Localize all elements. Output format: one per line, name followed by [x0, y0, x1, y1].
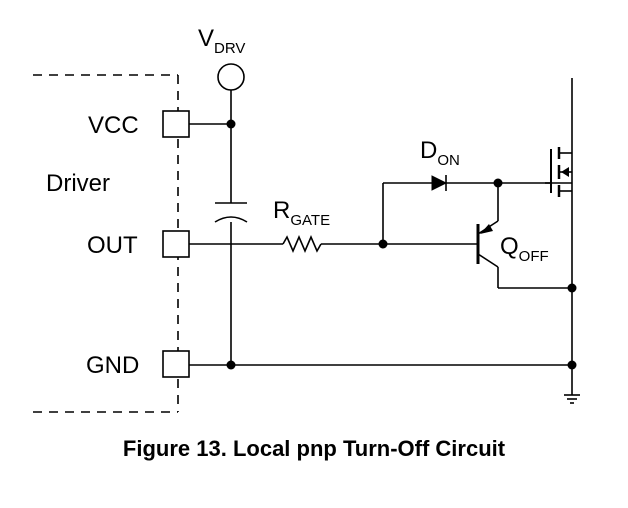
- supply-wires: [189, 90, 232, 365]
- out-pin-label: OUT: [87, 232, 138, 259]
- gnd-pin-label: GND: [86, 352, 139, 379]
- out-pin: [162, 230, 190, 258]
- gnd-pin: [162, 350, 190, 378]
- diode-don: [431, 175, 448, 191]
- figure-caption: Figure 13. Local pnp Turn-Off Circuit: [123, 436, 506, 461]
- vcc-pin-label: VCC: [88, 112, 139, 139]
- capacitor: [214, 202, 248, 223]
- vdrv-supply-circle: [217, 63, 245, 91]
- driver-label: Driver: [46, 170, 110, 197]
- ground-symbol: [564, 394, 580, 404]
- mosfet: [545, 78, 573, 365]
- transistor-qoff: [476, 183, 572, 289]
- qoff-label: QOFF: [500, 233, 549, 265]
- junction-dots: [226, 119, 577, 370]
- resistor-zigzag: [282, 234, 322, 254]
- don-label: DON: [420, 137, 460, 169]
- vcc-pin: [162, 110, 190, 138]
- vdrv-label: VDRV: [198, 25, 245, 57]
- rgate-label: RGATE: [273, 197, 330, 229]
